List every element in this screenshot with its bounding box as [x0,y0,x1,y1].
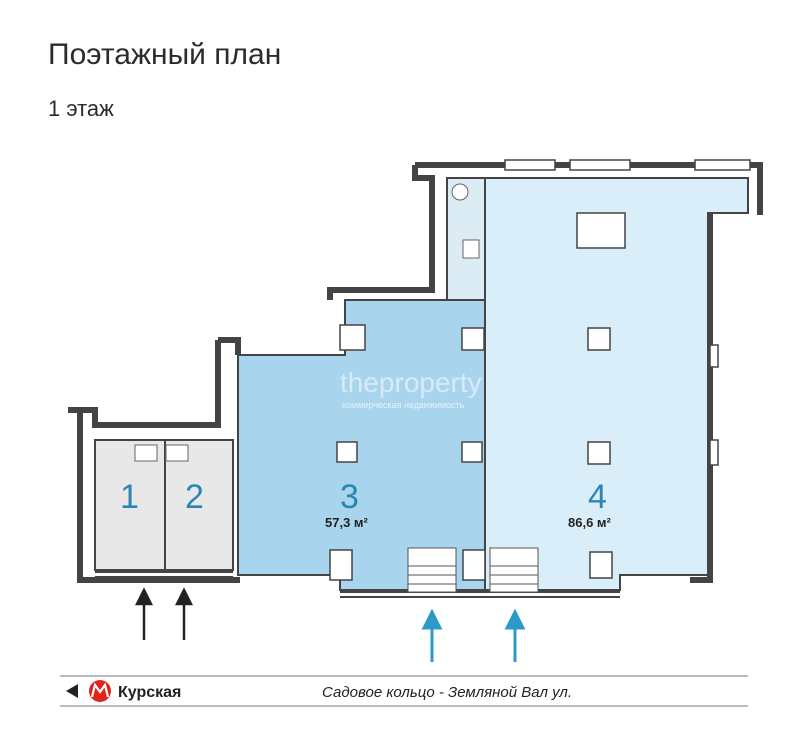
outer-walls [68,162,763,583]
unit-3-area-label: 57,3 м² [325,515,369,530]
entrance-arrows-black [134,587,194,640]
entrance-steps [407,547,539,593]
unit-3-label: 3 [340,478,359,516]
page-title: Поэтажный план [48,38,282,71]
metro-station-name: Курская [118,684,181,701]
bottom-facade [95,571,620,598]
unit-4-label: 4 [588,478,607,516]
columns [329,212,626,581]
direction-left-icon [66,684,78,698]
unit-2-label: 2 [185,478,204,516]
floor-label: 1 этаж [48,96,114,121]
unit-1-label: 1 [120,478,139,516]
unit-2-area[interactable] [164,439,234,571]
unit-4-area-label: 86,6 м² [568,515,612,530]
windows-top [504,159,751,466]
metro-icon [89,680,111,702]
watermark-tagline: коммерческая недвижимость [342,400,465,410]
watermark-brand: theproperty [340,367,482,398]
fixtures [134,183,480,462]
entrance-arrows-blue [421,608,526,662]
street-name: Садовое кольцо - Земляной Вал ул. [322,684,572,701]
